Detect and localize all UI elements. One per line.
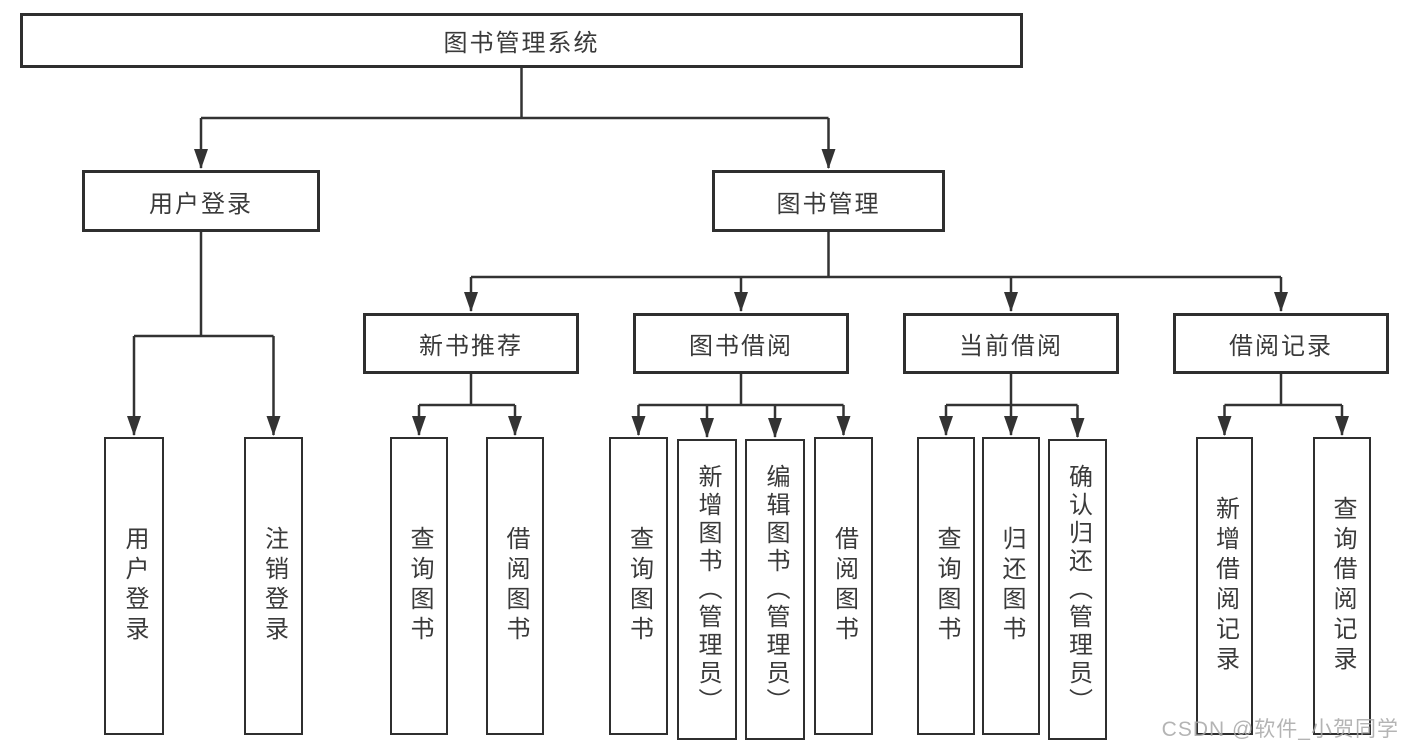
leaf-return-book: 归还图书	[982, 437, 1040, 735]
node-current-borrowing: 当前借阅	[903, 313, 1119, 374]
watermark: CSDN @软件_小贺同学	[1161, 718, 1399, 741]
node-borrowing-records: 借阅记录	[1173, 313, 1389, 374]
node-book-management: 图书管理	[712, 170, 945, 232]
leaf-borrow-books-recommend: 借阅图书	[486, 437, 544, 735]
node-root: 图书管理系统	[20, 13, 1023, 68]
leaf-query-books-recommend: 查询图书	[390, 437, 448, 735]
node-new-book-recommend: 新书推荐	[363, 313, 579, 374]
leaf-query-books-borrowing: 查询图书	[609, 437, 668, 735]
leaf-add-borrow-record: 新增借阅记录	[1196, 437, 1253, 735]
node-book-borrowing: 图书借阅	[633, 313, 849, 374]
leaf-query-borrow-record: 查询借阅记录	[1313, 437, 1371, 735]
leaf-logout: 注销登录	[244, 437, 303, 735]
leaf-confirm-return-admin: 确认归还（管理员）	[1048, 439, 1107, 740]
node-user-login: 用户登录	[82, 170, 320, 232]
leaf-query-books-current: 查询图书	[917, 437, 975, 735]
leaf-edit-book-admin: 编辑图书（管理员）	[745, 439, 805, 740]
leaf-user-login: 用户登录	[104, 437, 164, 735]
leaf-add-book-admin: 新增图书（管理员）	[677, 439, 737, 740]
leaf-borrow-books-borrowing: 借阅图书	[814, 437, 873, 735]
